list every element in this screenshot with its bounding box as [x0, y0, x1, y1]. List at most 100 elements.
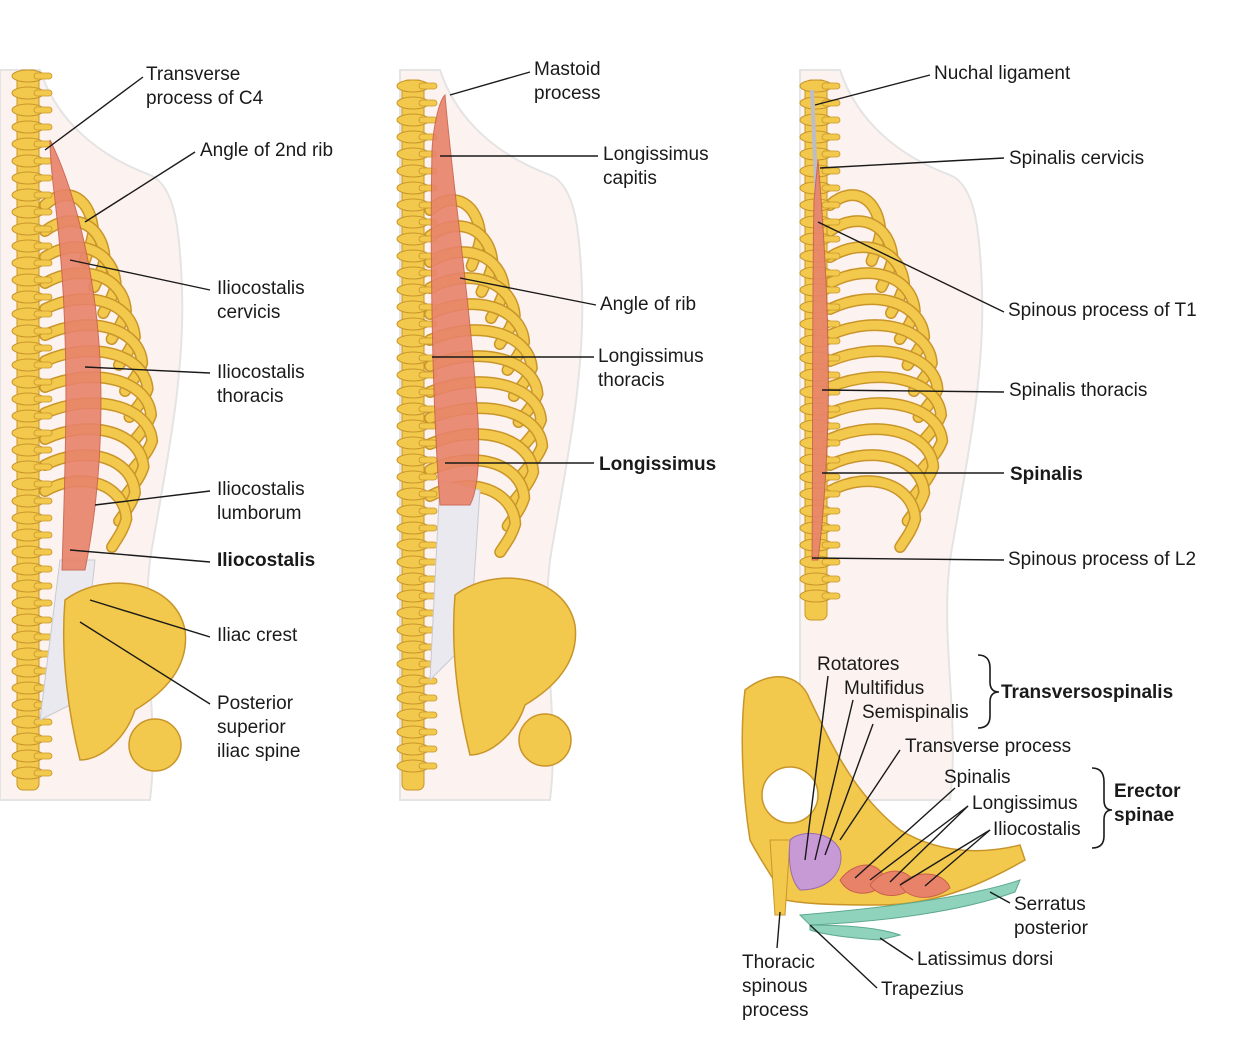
rib — [825, 476, 920, 552]
leader-spin-thoracis — [821, 389, 1005, 393]
label-transverse-process-c4: Transverse process of C4 — [146, 64, 264, 109]
label-iliocostalis-cervicis: Iliocostalis cervicis — [217, 278, 305, 323]
hip-bone — [62, 582, 187, 761]
transverse-process — [33, 480, 53, 488]
transverse-process — [821, 541, 841, 549]
label-semispinalis: Semispinalis — [862, 702, 969, 723]
label-transverse-process: Transverse process — [905, 736, 1072, 757]
leader-ilio-thoracis — [84, 366, 211, 374]
transverse-process — [33, 242, 53, 250]
cross-section — [741, 676, 1026, 941]
transverse-process — [33, 412, 53, 420]
label-multifidus: Multifidus — [844, 678, 925, 699]
panel-iliocostalis-hip — [62, 582, 187, 772]
label-iliocostalis-thoracis: Iliocostalis thoracis — [217, 362, 305, 407]
leader-angle-of-rib — [459, 277, 597, 306]
label-longissimus-thoracis: Longissimus thoracis — [598, 346, 704, 391]
brace-erector-spinae — [1091, 767, 1113, 849]
iliocostalis-muscle — [49, 139, 102, 571]
label-angle-2nd-rib: Angle of 2nd rib — [200, 140, 334, 161]
leader-spinalis-x — [854, 787, 956, 879]
thoracic-spinous-process-shape — [769, 839, 791, 916]
label-longissimus-capitis: Longissimus capitis — [603, 144, 709, 189]
transverse-process — [33, 616, 53, 624]
label-thoracic-spinous-process: Thoracic spinous process — [742, 952, 815, 1021]
label-spinous-process-t1: Spinous process of T1 — [1008, 300, 1197, 321]
spinalis-muscle — [811, 159, 829, 561]
label-spinous-process-l2: Spinous process of L2 — [1008, 549, 1197, 570]
brace-transversospinalis — [977, 654, 1000, 729]
latissimus-section — [809, 924, 902, 941]
leader-spin-cervicis — [819, 157, 1005, 169]
transverse-process — [418, 745, 438, 753]
leader-ilio-lumborum — [94, 490, 211, 506]
label-spinalis-cervicis: Spinalis cervicis — [1009, 148, 1145, 169]
transverse-process — [418, 575, 438, 583]
leader-nuchal — [814, 74, 931, 106]
leader-rotatores — [804, 675, 829, 861]
panel-longissimus-hip — [452, 577, 577, 767]
transverse-process — [418, 558, 438, 566]
transverse-process — [418, 524, 438, 532]
rib — [825, 346, 943, 422]
leader-sp-t1 — [817, 221, 1005, 313]
leader-mastoid — [449, 71, 531, 96]
transverse-process — [33, 123, 53, 131]
transverse-process — [418, 728, 438, 736]
rib — [825, 372, 946, 448]
transverse-process — [821, 235, 841, 243]
longissimus-muscle — [430, 93, 480, 506]
leader-psis — [79, 621, 211, 705]
transverse-process — [418, 762, 438, 770]
transverse-process — [33, 208, 53, 216]
transverse-process — [33, 463, 53, 471]
leader-iliocostalis-x2 — [924, 829, 991, 887]
transverse-process — [821, 218, 841, 226]
transverse-process — [418, 711, 438, 719]
transverse-process — [418, 541, 438, 549]
transverse-process — [33, 276, 53, 284]
transverse-process — [33, 310, 53, 318]
transverse-process — [418, 99, 438, 107]
transverse-process — [821, 201, 841, 209]
leader-trapezius — [809, 924, 878, 989]
transverse-process — [33, 531, 53, 539]
leader-iliocostalis-x1 — [899, 829, 991, 886]
transverse-process — [33, 718, 53, 726]
label-posterior-superior-iliac-spine: Posterior superior iliac spine — [217, 693, 301, 762]
transverse-process — [33, 497, 53, 505]
label-iliocostalis-section: Iliocostalis — [993, 819, 1081, 840]
label-mastoid-process: Mastoid process — [534, 59, 601, 104]
femoral-head — [128, 718, 182, 772]
leader-latissimus — [879, 937, 914, 961]
transverse-process — [821, 82, 841, 90]
transverse-process — [33, 446, 53, 454]
leader-transverse-process — [839, 749, 901, 841]
transverse-process — [418, 507, 438, 515]
transverse-process — [33, 259, 53, 267]
leader-longissimus-x2 — [889, 805, 969, 883]
transverse-process — [33, 378, 53, 386]
leader-transverse-c4 — [44, 76, 144, 151]
transverse-process — [821, 507, 841, 515]
label-spinalis-thoracis: Spinalis thoracis — [1009, 380, 1148, 401]
transverse-process — [418, 116, 438, 124]
transverse-process — [821, 116, 841, 124]
transverse-process — [33, 344, 53, 352]
leader-longissimus-x1 — [869, 805, 969, 881]
transverse-process — [33, 769, 53, 777]
label-longissimus: Longissimus — [599, 454, 717, 475]
transverse-process — [33, 106, 53, 114]
label-latissimus-dorsi: Latissimus dorsi — [917, 949, 1054, 970]
transverse-process — [418, 473, 438, 481]
transverse-process — [33, 565, 53, 573]
transverse-process — [33, 191, 53, 199]
transverse-process — [33, 89, 53, 97]
leader-thoracic-sp — [776, 911, 781, 949]
label-spinalis-section: Spinalis — [944, 767, 1011, 788]
transverse-process — [33, 752, 53, 760]
transverse-process — [821, 524, 841, 532]
label-spinalis: Spinalis — [1010, 464, 1083, 485]
leader-sp-l2 — [811, 557, 1005, 561]
